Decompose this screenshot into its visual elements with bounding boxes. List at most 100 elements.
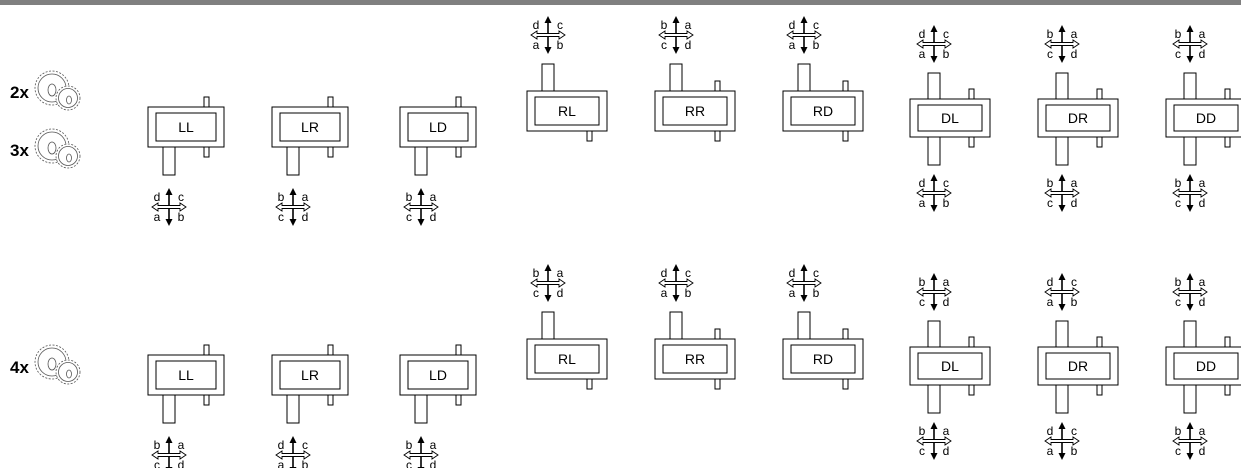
gearbox-label-box: [917, 104, 983, 132]
arrow-label: d: [1199, 196, 1206, 210]
horizontal-double-arrow-icon: [151, 202, 187, 212]
output-stub: [968, 136, 975, 148]
output-stub: [842, 130, 849, 142]
arrow-up-icon: [930, 25, 938, 32]
arrow-label: b: [154, 438, 161, 452]
shaft: [286, 394, 300, 424]
output-stub: [586, 130, 593, 142]
gear-icon: [34, 344, 81, 385]
arrow-label: a: [302, 190, 309, 204]
arrow-up-icon: [672, 16, 680, 23]
arrow-label: c: [1175, 47, 1181, 61]
shaft: [162, 146, 176, 176]
gearbox-label-box: [790, 344, 856, 374]
horizontal-double-arrow-icon: [916, 436, 952, 446]
arrow-up-icon: [165, 188, 173, 195]
arrow-up-icon: [417, 436, 425, 443]
arrow-label: b: [919, 424, 926, 438]
shaft: [286, 146, 300, 176]
arrow-down-icon: [544, 47, 552, 54]
arrow-label: d: [1199, 47, 1206, 61]
shaft: [1055, 384, 1069, 414]
gearbox-code: RL: [558, 351, 576, 367]
arrow-up-icon: [544, 16, 552, 23]
horizontal-double-arrow-icon: [916, 287, 952, 297]
arrow-up-icon: [1058, 25, 1066, 32]
gearbox-unit: DR: [1037, 98, 1119, 138]
output-stub: [327, 96, 334, 108]
gearbox-unit: LR: [271, 354, 349, 396]
arrow-label: b: [278, 190, 285, 204]
gearbox-label-box: [917, 352, 983, 380]
arrow-down-icon: [1058, 56, 1066, 63]
arrow-label: d: [278, 438, 285, 452]
arrow-label: c: [919, 444, 925, 458]
gearbox-code: LR: [301, 367, 319, 383]
arrow-label: b: [1071, 295, 1078, 309]
shaft: [797, 311, 811, 340]
arrow-label: b: [302, 458, 309, 468]
gearbox-unit: LL: [147, 106, 225, 148]
output-stub: [455, 146, 462, 158]
arrow-up-icon: [1058, 422, 1066, 429]
gearbox-unit: LR: [271, 106, 349, 148]
arrow-label: c: [1047, 196, 1053, 210]
arrow-label: d: [1071, 47, 1078, 61]
gearbox-code: DL: [941, 358, 959, 374]
gearbox-unit: LD: [399, 106, 477, 148]
output-stub: [842, 80, 849, 92]
shaft: [1183, 136, 1197, 166]
arrow-label: a: [1199, 176, 1206, 190]
arrow-label: a: [943, 424, 950, 438]
arrow-label: a: [661, 286, 668, 300]
arrow-label: a: [1199, 27, 1206, 41]
output-stub: [455, 394, 462, 406]
arrow-label: a: [430, 438, 437, 452]
arrow-down-icon: [800, 47, 808, 54]
arrow-down-icon: [1186, 205, 1194, 212]
shaft: [797, 63, 811, 92]
shaft: [927, 320, 941, 348]
gearbox-code: RL: [558, 103, 576, 119]
arrow-label: d: [943, 295, 950, 309]
horizontal-double-arrow-icon: [1044, 188, 1080, 198]
arrow-label: a: [789, 38, 796, 52]
arrow-label: d: [533, 18, 540, 32]
horizontal-double-arrow-icon: [786, 30, 822, 40]
arrow-label: a: [178, 438, 185, 452]
arrow-label: d: [685, 38, 692, 52]
gearbox-unit: DR: [1037, 346, 1119, 386]
arrow-label: b: [406, 438, 413, 452]
arrow-label: d: [919, 176, 926, 190]
gearbox-code: LR: [301, 119, 319, 135]
arrow-up-icon: [800, 16, 808, 23]
arrow-label: c: [1047, 47, 1053, 61]
horizontal-double-arrow-icon: [1172, 287, 1208, 297]
arrow-label: b: [178, 210, 185, 224]
shaft: [1183, 320, 1197, 348]
arrow-label: d: [1047, 424, 1054, 438]
gearbox-unit: DD: [1165, 346, 1241, 386]
shaft: [669, 311, 683, 340]
gearbox-unit: RR: [654, 90, 736, 132]
gearbox-label-box: [790, 96, 856, 126]
gearbox-label-box: [534, 96, 600, 126]
horizontal-double-arrow-icon: [275, 450, 311, 460]
horizontal-double-arrow-icon: [403, 202, 439, 212]
horizontal-double-arrow-icon: [275, 202, 311, 212]
arrow-up-icon: [1186, 422, 1194, 429]
output-stub: [1224, 136, 1231, 148]
horizontal-double-arrow-icon: [786, 278, 822, 288]
arrow-label: c: [943, 176, 949, 190]
arrow-label: b: [1047, 176, 1054, 190]
arrow-label: c: [302, 438, 308, 452]
arrow-down-icon: [930, 205, 938, 212]
